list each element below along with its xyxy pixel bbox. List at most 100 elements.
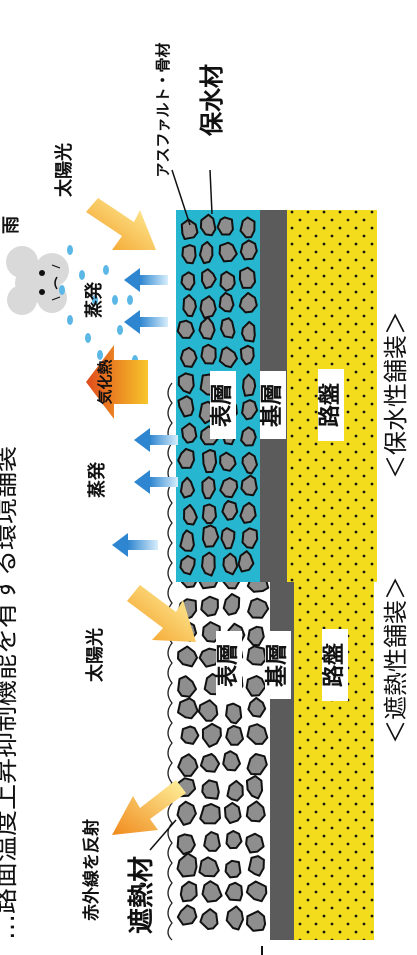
aggregate-stone [176, 319, 195, 339]
aggregate-stone [222, 552, 239, 576]
aggregate-stone [201, 779, 220, 800]
aggregate-stone [201, 551, 216, 577]
aggregate-stone [179, 554, 196, 576]
infrared-reflect-arrow [112, 780, 186, 835]
aggregate-stone [242, 373, 257, 397]
aggregate-stone [183, 503, 198, 526]
aggregate-stone [199, 295, 217, 319]
aggregate-stone [177, 645, 198, 668]
aggregate-stone [177, 753, 199, 777]
aggregate-stone [199, 753, 221, 773]
aggregate-stone [241, 527, 259, 549]
water-retention-material-label: 保水材 [198, 64, 226, 137]
aggregate-stone [241, 399, 259, 421]
aggregate-stone [176, 833, 196, 856]
aggregate-stone [199, 803, 221, 825]
aggregate-stone [239, 216, 256, 239]
left-subgrade-label: 路盤 [321, 642, 347, 687]
aggregate-stone [176, 904, 198, 926]
evaporation-label-upper: 蒸発 [83, 281, 105, 318]
aggregate-stone [240, 426, 257, 447]
aggregate-leader-line [171, 169, 191, 226]
aggregate-stone [200, 343, 217, 365]
aggregate-stone [177, 447, 195, 469]
aggregate-stone [177, 395, 195, 418]
rain-cloud-icon [6, 246, 69, 315]
rain-label: 雨 [1, 216, 22, 234]
aggregate-stone [218, 346, 238, 369]
aggregate-stone [179, 346, 198, 368]
aggregate-stone [239, 501, 257, 524]
aggregate-stone [241, 451, 258, 475]
aggregate-stone [180, 725, 200, 745]
aggregate-stone [240, 474, 258, 497]
aggregate-stone [201, 503, 217, 525]
aggregate-stone [219, 317, 236, 339]
water-retention-leader-line [209, 169, 213, 215]
right-subgrade-label: 路盤 [317, 382, 343, 427]
aggregate-stone [179, 476, 196, 499]
right-caption: ＜保水性舗装＞ [382, 311, 410, 479]
evaporation-arrows [112, 268, 178, 557]
aggregate-stone [177, 697, 199, 720]
aggregate-stone [200, 595, 219, 617]
aggregate-stone [176, 852, 198, 878]
aggregate-stone [179, 880, 198, 903]
left-sunlight-label: 太陽光 [84, 628, 106, 682]
left-sunlight-arrow [127, 585, 196, 642]
aggregate-stone [180, 271, 196, 291]
aggregate-stone [239, 239, 258, 261]
aggregate-stone [247, 597, 270, 619]
aggregate-stone [245, 775, 264, 800]
aggregate-stone [201, 621, 221, 643]
aggregate-stone [245, 800, 266, 823]
aggregate-stone [221, 499, 239, 521]
aggregate-stone [224, 881, 244, 902]
aggregate-stone [201, 880, 223, 903]
aggregate-stone [202, 449, 218, 474]
heat-of-vaporization-arrow [86, 345, 148, 419]
aggregate-stone [201, 476, 216, 500]
aggregate-stone [182, 294, 197, 318]
aggregate-stone [198, 856, 220, 878]
aggregate-stone [198, 699, 219, 722]
heat-shield-leader-line [149, 819, 177, 851]
aggregate-stone [222, 593, 241, 616]
left-base-label: 基層 [265, 643, 290, 687]
aggregate-stone [201, 524, 220, 548]
aggregate-stone [181, 244, 197, 265]
aggregate-stone [246, 753, 268, 776]
aggregate-stone [199, 908, 219, 930]
right-surface-label: 表層 [210, 383, 235, 427]
aggregate-stone [203, 831, 221, 852]
infrared-reflect-label: 赤外線を反射 [81, 819, 102, 921]
left-caption: ＜遮熱性舗装＞ [382, 576, 410, 744]
aggregate-stone [222, 750, 241, 772]
aggregate-stone [246, 645, 267, 666]
aggregate-stone [239, 344, 255, 366]
aggregate-stone [177, 675, 197, 698]
aggregate-stone [245, 880, 268, 903]
evaporation-label-lower: 蒸発 [86, 461, 108, 498]
aggregate-stone [246, 910, 267, 932]
right-aggregate-stones [176, 213, 259, 577]
aggregate-stone [237, 550, 255, 573]
aggregate-stone [218, 291, 235, 313]
aggregate-stone [226, 779, 244, 802]
aggregate-stone [180, 218, 199, 240]
aggregate-stone [199, 213, 217, 237]
heat-of-vaporization-text: 気化熱 [96, 359, 114, 404]
aggregate-stone [247, 855, 265, 877]
aggregate-stone [224, 859, 242, 879]
aggregate-stone [201, 268, 217, 290]
aggregate-stone [220, 527, 236, 550]
aggregate-stone [245, 675, 267, 697]
aggregate-stone [177, 372, 195, 395]
aggregate-stone [247, 696, 267, 718]
right-sunlight-arrow [86, 198, 156, 250]
aggregate-stone [179, 529, 195, 552]
aggregate-stone [247, 625, 265, 647]
aggregate-stone [198, 316, 216, 340]
aggregate-stone [219, 477, 239, 499]
aggregate-stone [225, 702, 243, 725]
